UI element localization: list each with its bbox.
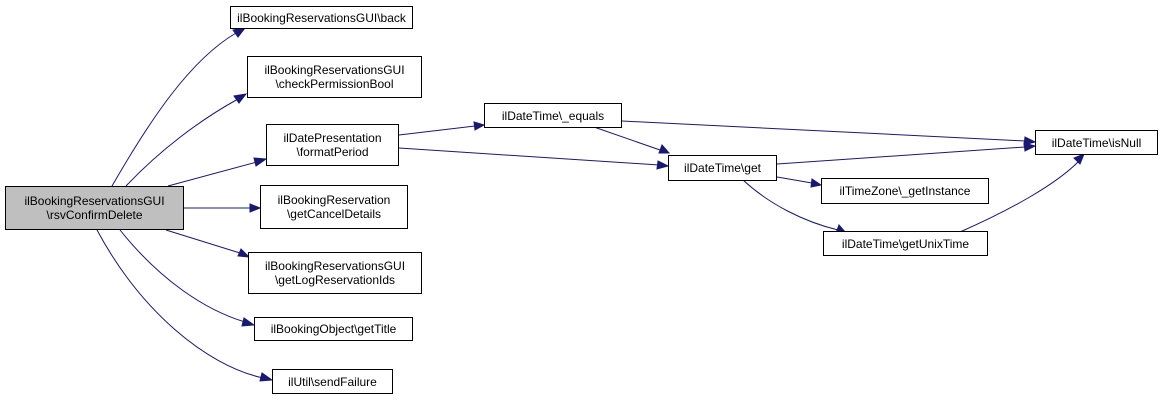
node-label-line1: ilBookingReservationsGUI xyxy=(264,63,405,77)
edge-equals-to-get xyxy=(593,126,661,151)
edge-root-to-get-log-ids-arrowhead xyxy=(237,248,251,258)
edge-equals-to-is-null-arrowhead xyxy=(1023,136,1037,146)
edge-get-to-is-null xyxy=(776,146,1026,165)
edge-root-to-check-permission xyxy=(125,98,239,187)
edge-root-to-get-log-ids xyxy=(165,229,241,254)
edge-get-to-get-unix-time xyxy=(742,179,839,231)
edge-get-to-get-instance xyxy=(776,176,813,184)
node-label-line1: ilBookingReservationsGUI xyxy=(24,194,165,208)
edge-root-to-get-title-arrowhead xyxy=(241,317,256,327)
edge-format-period-to-equals xyxy=(398,125,476,136)
node-check-permission-bool[interactable]: ilBookingReservationsGUI \checkPermissio… xyxy=(247,56,422,98)
edge-root-to-format-period xyxy=(167,161,258,187)
node-label-line1: ilDatePresentation xyxy=(283,131,382,145)
edge-root-to-send-failure xyxy=(96,229,264,379)
node-get-cancel-details[interactable]: ilBookingReservation \getCancelDetails xyxy=(260,185,408,229)
node-rsv-confirm-delete: ilBookingReservationsGUI \rsvConfirmDele… xyxy=(5,186,184,230)
edge-equals-to-get-arrowhead xyxy=(658,144,671,154)
edge-root-to-send-failure-arrowhead xyxy=(259,372,274,382)
node-label-line1: ilBookingReservationsGUI xyxy=(264,259,406,273)
edge-root-to-format-period-arrowhead xyxy=(253,157,268,167)
edge-get-unix-time-to-is-null xyxy=(959,161,1079,233)
node-label-line2: \checkPermissionBool xyxy=(275,77,394,91)
node-get-log-reservation-ids[interactable]: ilBookingReservationsGUI \getLogReservat… xyxy=(248,252,422,294)
node-label-line2: \rsvConfirmDelete xyxy=(46,208,143,222)
edge-format-period-to-equals-arrowhead xyxy=(473,121,486,131)
node-label-line1: ilDateTime\_equals xyxy=(501,108,605,123)
node-format-period[interactable]: ilDatePresentation \formatPeriod xyxy=(266,124,399,166)
node-label-line2: \getLogReservationIds xyxy=(274,273,396,287)
edge-get-to-get-instance-arrowhead xyxy=(810,178,823,188)
edge-format-period-to-get-arrowhead xyxy=(656,160,670,170)
node-back[interactable]: ilBookingReservationsGUI\back xyxy=(230,6,413,29)
node-label-line1: ilUtil\sendFailure xyxy=(288,374,377,389)
edge-root-to-check-permission-arrowhead xyxy=(233,93,248,104)
node-label-line1: ilDateTime\get xyxy=(684,161,761,175)
edge-equals-to-is-null xyxy=(621,120,1026,142)
edge-format-period-to-get xyxy=(398,147,660,166)
edge-get-to-is-null-arrowhead xyxy=(1023,142,1037,152)
node-label-line1: ilTimeZone\_getInstance xyxy=(839,184,971,198)
node-label-line1: ilDateTime\getUnixTime xyxy=(841,236,970,251)
node-label-line1: ilDateTime\isNull xyxy=(1051,135,1142,150)
node-label-line2: \getCancelDetails xyxy=(286,207,382,221)
node-get[interactable]: ilDateTime\get xyxy=(668,155,777,181)
edge-root-to-get-title xyxy=(119,229,246,323)
edge-root-to-back xyxy=(111,32,237,187)
node-label-line1: ilBookingObject\getTitle xyxy=(270,322,397,336)
edge-get-unix-time-to-is-null-arrowhead xyxy=(1073,153,1085,165)
node-label-line1: ilBookingReservationsGUI\back xyxy=(237,10,406,25)
node-label-line1: ilBookingReservation xyxy=(277,193,391,207)
node-get-title[interactable]: ilBookingObject\getTitle xyxy=(254,317,413,341)
node-send-failure[interactable]: ilUtil\sendFailure xyxy=(272,369,393,394)
node-get-unix-time[interactable]: ilDateTime\getUnixTime xyxy=(823,231,988,256)
edge-root-to-back-arrowhead xyxy=(232,27,247,38)
node-equals[interactable]: ilDateTime\_equals xyxy=(484,103,622,128)
edge-root-to-get-cancel-details-arrowhead xyxy=(249,203,262,213)
node-is-null[interactable]: ilDateTime\isNull xyxy=(1035,130,1158,155)
node-get-instance[interactable]: ilTimeZone\_getInstance xyxy=(821,178,989,204)
node-label-line2: \formatPeriod xyxy=(296,145,369,159)
